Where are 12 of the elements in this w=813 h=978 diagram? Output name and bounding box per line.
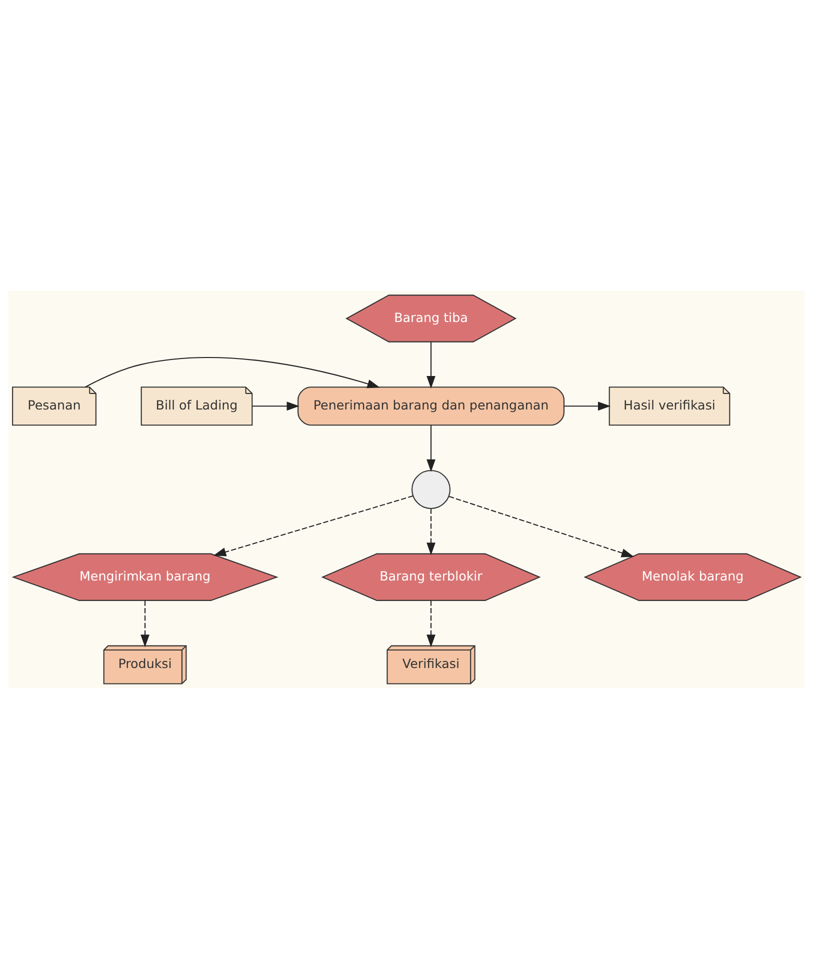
arrow [564, 401, 611, 410]
arrow [426, 600, 436, 647]
arrow [426, 508, 436, 555]
arrow [252, 401, 300, 410]
node-box: Penerimaan barang dan penanganan [298, 386, 564, 426]
arrow [85, 356, 380, 388]
arrow [213, 494, 414, 556]
arrow [426, 424, 436, 472]
arrow [426, 342, 436, 388]
arrow [140, 600, 150, 647]
node-circle [411, 469, 451, 509]
arrow [448, 495, 634, 557]
